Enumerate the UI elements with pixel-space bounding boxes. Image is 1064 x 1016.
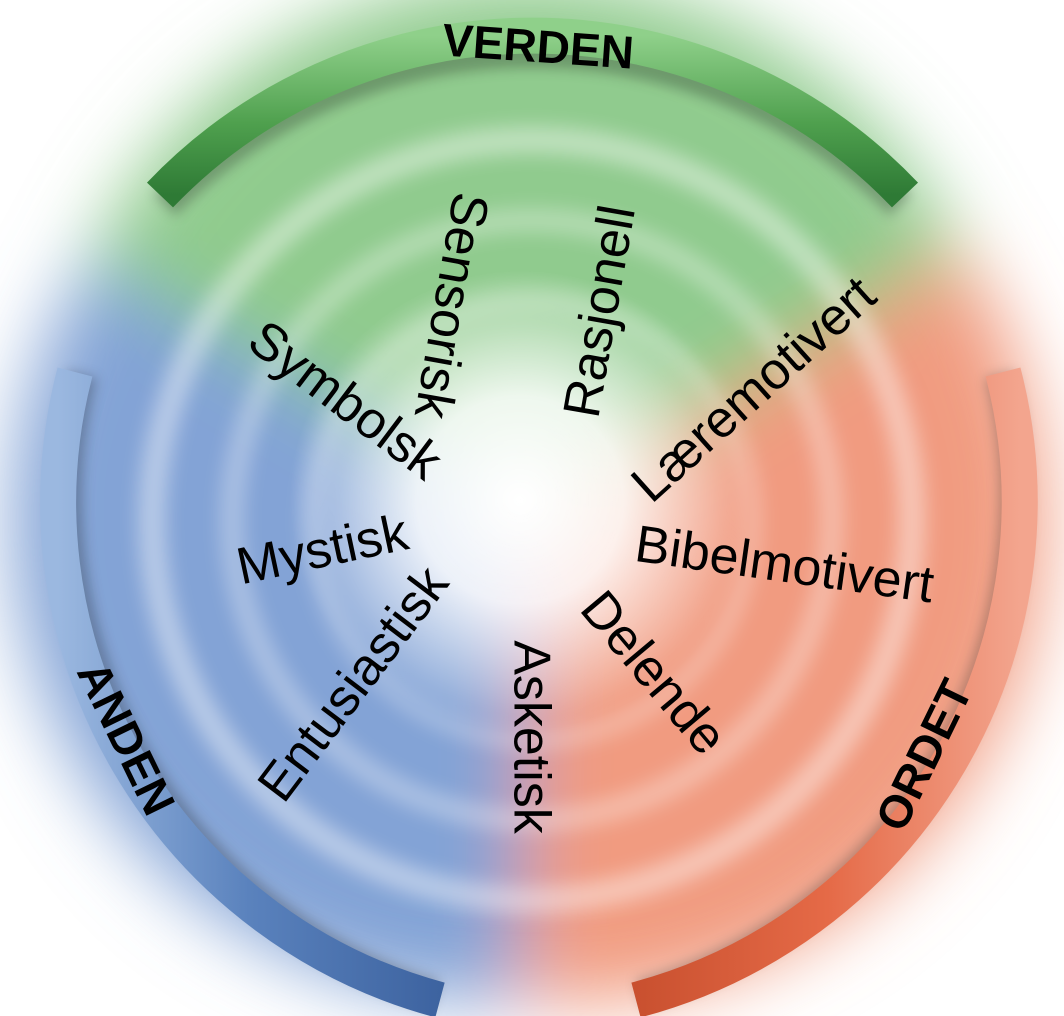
verden-arc <box>146 17 919 208</box>
swirl-rings <box>139 127 925 913</box>
center-glow <box>290 270 750 730</box>
anden-arc <box>40 367 445 1016</box>
word-asketisk: Asketisk <box>502 640 560 835</box>
green-sector <box>90 0 960 520</box>
ordet-arc <box>631 367 1038 1016</box>
